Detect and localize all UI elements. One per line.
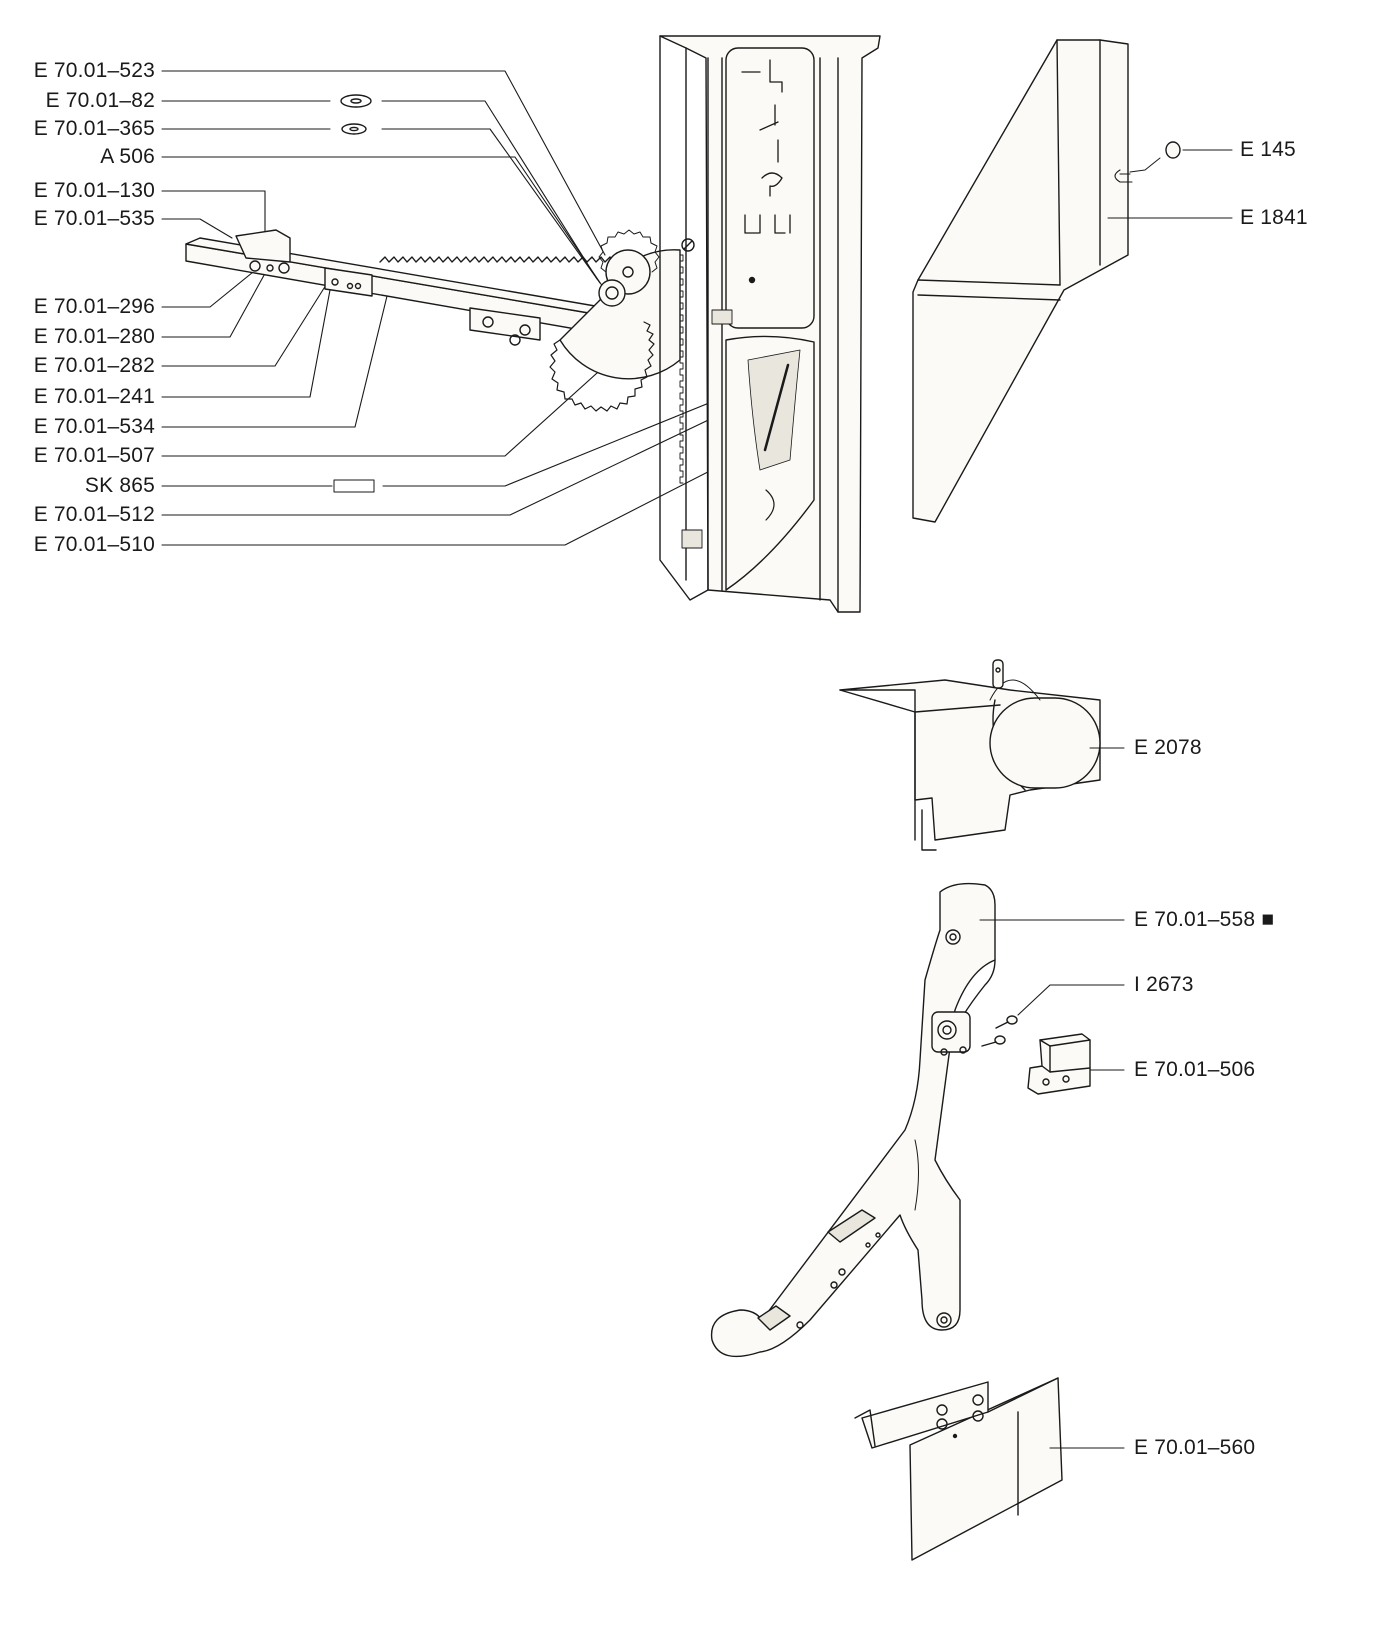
housing-560 <box>854 1377 1125 1561</box>
label-e-1841: E 1841 <box>1240 206 1308 229</box>
washer-82-part <box>340 94 372 108</box>
label-e-70-01-558: E 70.01–558 ■ <box>1134 908 1275 931</box>
frame-arm-558 <box>710 882 996 1358</box>
leader-lines-left <box>161 70 796 546</box>
label-e-70-01-523: E 70.01–523 <box>33 59 155 82</box>
label-e-70-01-507: E 70.01–507 <box>33 444 155 467</box>
side-plate-1841 <box>912 39 1181 523</box>
label-e-70-01-512: E 70.01–512 <box>33 503 155 526</box>
sector-gear <box>549 229 681 412</box>
screws-2673 <box>981 984 1125 1047</box>
rack-bar <box>185 229 631 346</box>
label-e-70-01-280: E 70.01–280 <box>33 325 155 348</box>
label-e-70-01-510: E 70.01–510 <box>33 533 155 556</box>
label-e-70-01-130: E 70.01–130 <box>33 179 155 202</box>
label-e-70-01-82: E 70.01–82 <box>45 89 155 112</box>
label-e-70-01-560: E 70.01–560 <box>1134 1436 1256 1459</box>
label-a-506: A 506 <box>100 145 155 168</box>
bracket-506 <box>1027 1033 1125 1095</box>
washer-365-part <box>341 123 367 135</box>
leader-lines-right-top <box>1107 149 1233 219</box>
label-e-145: E 145 <box>1240 138 1296 161</box>
label-e-70-01-241: E 70.01–241 <box>33 385 155 408</box>
vertical-column <box>659 35 881 613</box>
label-e-70-01-534: E 70.01–534 <box>33 415 155 438</box>
label-e-2078: E 2078 <box>1134 736 1202 759</box>
label-i-2673: I 2673 <box>1134 973 1194 996</box>
sk-865-part <box>333 479 375 493</box>
label-e-70-01-282: E 70.01–282 <box>33 354 155 377</box>
label-e-70-01-365: E 70.01–365 <box>33 117 155 140</box>
label-e-70-01-535: E 70.01–535 <box>33 207 155 230</box>
cover-2078 <box>839 659 1125 851</box>
label-e-70-01-506: E 70.01–506 <box>1134 1058 1256 1081</box>
label-sk-865: SK 865 <box>84 474 155 497</box>
label-e-70-01-296: E 70.01–296 <box>33 295 155 318</box>
